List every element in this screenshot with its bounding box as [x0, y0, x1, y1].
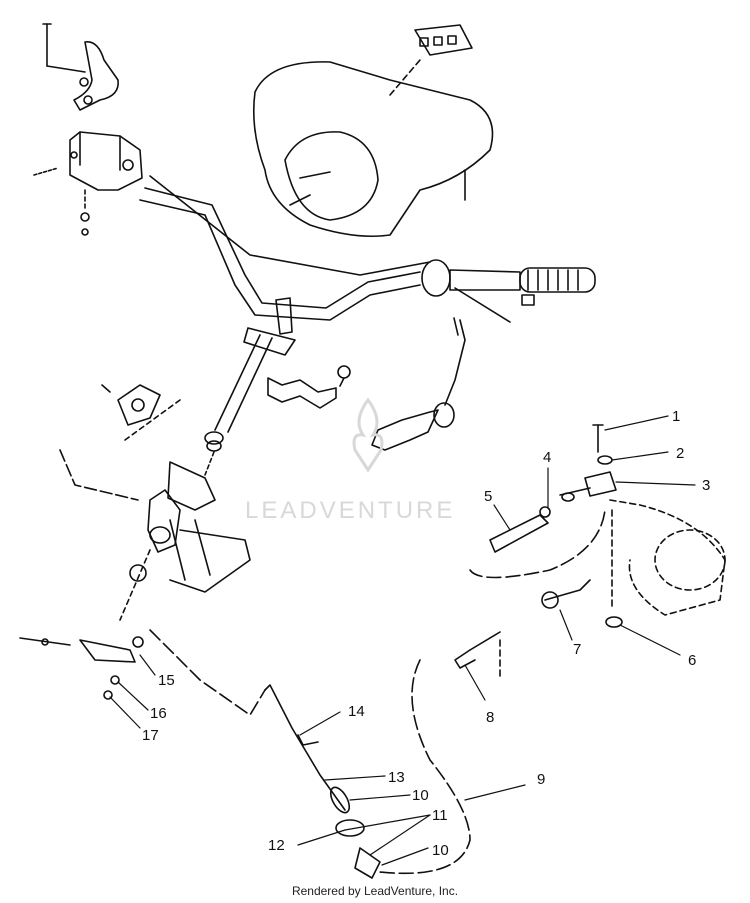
callout-10-upper: 10 [412, 787, 429, 804]
callout-3: 3 [702, 477, 710, 494]
callout-14: 14 [348, 703, 365, 720]
tether-strap [371, 317, 466, 451]
callout-6: 6 [688, 652, 696, 669]
callout-12: 12 [268, 837, 285, 854]
mounting-bracket [42, 23, 119, 111]
callout-9: 9 [537, 771, 545, 788]
instrument-switch [414, 24, 473, 56]
callout-4: 4 [543, 449, 551, 466]
callout-7: 7 [573, 641, 581, 658]
callout-2: 2 [676, 445, 684, 462]
callout-13: 13 [388, 769, 405, 786]
handlebar [139, 175, 596, 323]
steering-frame [59, 384, 251, 621]
throttle-housing [33, 131, 143, 236]
callout-15: 15 [158, 672, 175, 689]
callout-16: 16 [150, 705, 167, 722]
callout-labels: 1 2 3 4 5 6 7 8 9 10 10 11 12 13 14 15 1… [142, 408, 710, 859]
callout-11: 11 [432, 807, 448, 824]
throttle-cable [264, 659, 471, 879]
callout-17: 17 [142, 727, 159, 744]
watermark-brand: LEADVENTURE [245, 497, 456, 524]
flame-v-logo-icon [352, 397, 384, 473]
callout-1: 1 [672, 408, 680, 425]
handlebar-pod [252, 59, 494, 238]
right-linkage [454, 424, 726, 681]
callout-5: 5 [484, 488, 492, 505]
steering-arm [19, 629, 266, 716]
callout-10-lower: 10 [432, 842, 449, 859]
steering-post [204, 297, 296, 476]
footer-credit: Rendered by LeadVenture, Inc. [291, 884, 459, 898]
callout-8: 8 [486, 709, 494, 726]
center-bracket [267, 365, 351, 409]
leader-lines [109, 415, 696, 866]
